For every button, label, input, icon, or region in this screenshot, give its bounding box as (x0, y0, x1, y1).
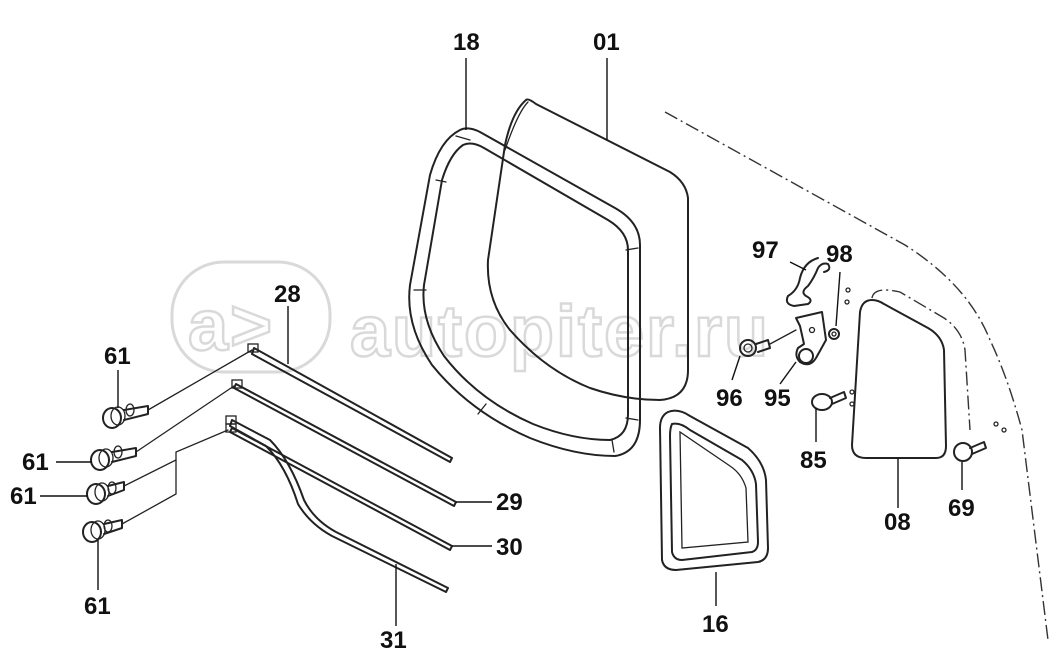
weatherstrip-16 (659, 409, 769, 571)
callout-28: 28 (274, 281, 301, 308)
callout-01: 01 (593, 29, 620, 56)
watermark: a> autopiter.ru (170, 260, 770, 374)
rod-29 (231, 379, 457, 507)
cab-body-outline (664, 111, 1049, 641)
bolt-61-b (90, 445, 137, 471)
callout-61-middle-1: 61 (22, 449, 49, 476)
assembly-lines (121, 349, 253, 525)
callout-labels: 18 01 28 97 98 96 95 85 08 69 29 30 31 1… (10, 29, 975, 654)
clip-97 (785, 257, 831, 307)
leader-lines (40, 58, 963, 626)
bolt-96 (739, 329, 797, 357)
callout-18: 18 (453, 29, 480, 56)
callout-08: 08 (884, 509, 911, 536)
reference-marks (844, 287, 1007, 433)
glass-08 (851, 299, 947, 459)
pin-69 (953, 441, 987, 462)
callout-29: 29 (496, 489, 523, 516)
callout-30: 30 (496, 534, 523, 561)
bracket-95 (795, 311, 827, 366)
bolt-61-d (82, 519, 123, 543)
callout-31: 31 (380, 627, 407, 654)
cab-window-edge (871, 289, 971, 431)
callout-16: 16 (702, 611, 729, 638)
watermark-logo-mark: a> (188, 286, 274, 366)
callout-95: 95 (764, 385, 791, 412)
callout-61-middle-2: 61 (10, 483, 37, 510)
bolt-61-c (86, 481, 125, 505)
callout-97: 97 (752, 237, 779, 264)
rod-31 (225, 415, 449, 593)
glass-01 (486, 98, 689, 401)
callout-85: 85 (800, 447, 827, 474)
rod-28 (247, 343, 453, 463)
pin-85 (811, 391, 847, 411)
callout-61-bottom: 61 (84, 593, 111, 620)
callout-69: 69 (948, 495, 975, 522)
watermark-logo-frame (170, 260, 332, 374)
weatherstrip-18 (408, 127, 641, 457)
callout-98: 98 (826, 241, 853, 268)
bolt-61-a (102, 403, 149, 429)
nut-98 (828, 328, 840, 340)
glass-01-edge (504, 101, 529, 151)
callout-61-top: 61 (104, 343, 131, 370)
callout-96: 96 (716, 385, 743, 412)
watermark-text: autopiter.ru (350, 292, 770, 372)
